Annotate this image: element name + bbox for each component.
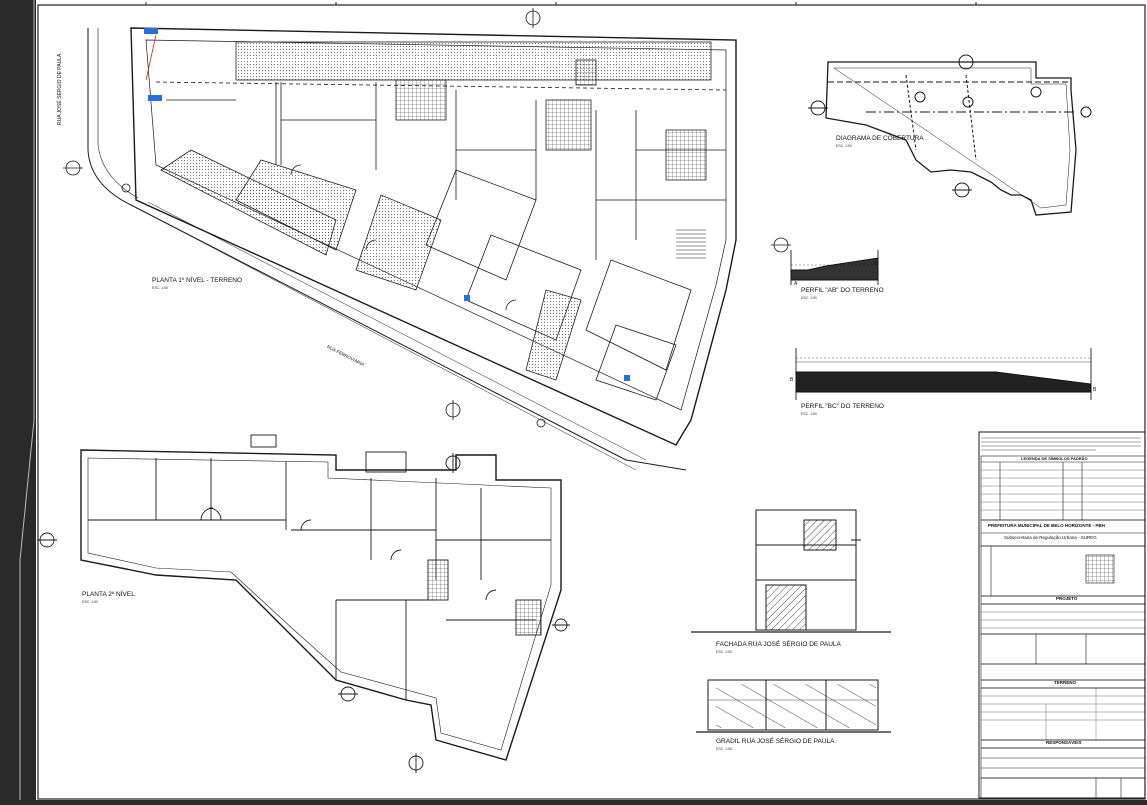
project-heading: PROJETO [1056,596,1078,601]
legend-title: LEGENDA DE SÍMBOLOS PADRÃO [1021,456,1088,461]
profile-ab-scale: ESC. 1:50 [801,296,817,300]
roof-diagram-title: DIAGRAMA DE COBERTURA [836,135,924,142]
profile-bc-scale: ESC. 1:50 [801,412,817,416]
profile-ab-point-b: B [874,261,878,267]
profile-bc [795,348,1092,400]
authority-name: PREFEITURA MUNICIPAL DE BELO HORIZONTE -… [988,523,1105,528]
responsible-heading: RESPONSÁVEIS [1046,740,1082,745]
architectural-drawing [37,2,1146,800]
profile-bc-point-b: B [790,377,794,383]
roof-diagram-scale: ESC. 1:50 [836,144,852,148]
terrain-heading: TERRENO [1054,680,1077,685]
drawing-sheet: PLANTA 1º NÍVEL - TERRENO ESC. 1:50 PLAN… [36,0,1147,800]
facade-title: FACHADA RUA JOSÉ SÉRGIO DE PAULA [716,641,841,648]
profile-bc-title: PERFIL "BC" DO TERRENO [801,403,884,410]
plan-level-1-scale: ESC. 1:50 [152,286,168,290]
railing-title: GRADIL RUA JOSÉ SÉRGIO DE PAULA [716,738,835,745]
railing-scale: ESC. 1:50 [716,747,732,751]
facade-drawing [691,509,891,633]
profile-bc-point-b2: B [1093,387,1097,393]
plan-level-1 [63,8,791,471]
page-edge-lines [19,0,35,800]
title-block [978,431,1146,799]
plan-level-2-title: PLANTA 2º NÍVEL [82,591,135,598]
viewer-left-margin [0,0,36,800]
facade-scale: ESC. 1:50 [716,650,732,654]
plan-level-2 [37,434,570,773]
street-left-label: RUA JOSÉ SÉRGIO DE PAULA [57,53,63,125]
plan-level-1-title: PLANTA 1º NÍVEL - TERRENO [152,277,243,284]
railing-drawing [696,679,891,733]
roof-diagram [808,54,1092,216]
profile-ab-point-a: A [794,281,798,287]
department-name: Subsecretaria de Regulação Urbana - SURE… [1004,535,1097,540]
plan-level-2-scale: ESC. 1:50 [82,600,98,604]
profile-ab-title: PERFIL "AB" DO TERRENO [801,287,884,294]
profile-ab [790,250,879,285]
